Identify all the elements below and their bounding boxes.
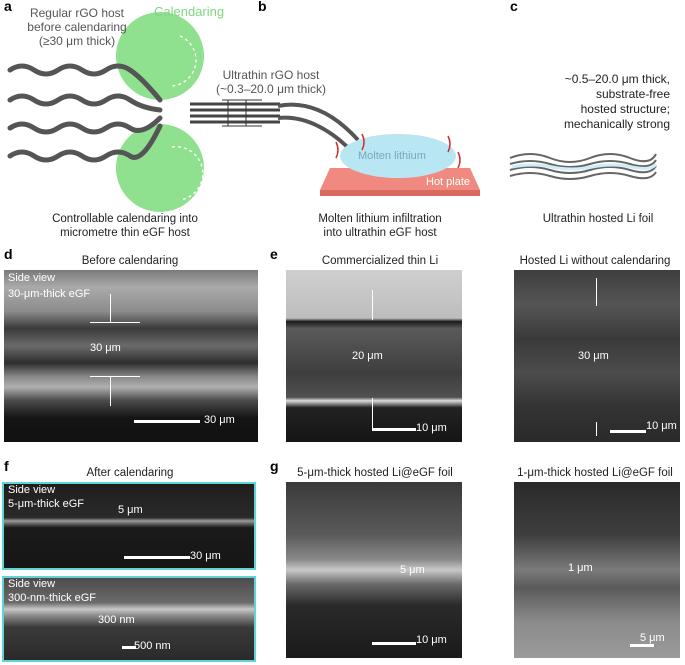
measure-label: 30 μm [90,342,121,354]
side-view-label: Side view [8,578,56,590]
regular-host-label: Regular rGO host before calendaring (≥30… [22,6,132,48]
panel-label-a: a [4,0,12,14]
panel-d-title: Before calendaring [81,255,179,267]
desc-line-2: substrate-free [595,87,670,101]
panel-label-b: b [258,0,267,14]
panel-g-title-right: 1-μm-thick hosted Li@eGF foil [517,467,673,479]
caption-b-line-2: into ultrathin eGF host [323,227,437,239]
measure-label: 30 μm [578,350,609,362]
hot-plate [320,168,480,190]
scale-label: 10 μm [646,420,677,432]
ultrathin-host-label: Ultrathin rGO host (~0.3–20.0 μm thick) [206,68,336,96]
scale-bar [124,556,190,559]
scale-label: 30 μm [204,414,235,426]
side-view-label: Side view [8,484,56,496]
caption-a-line-2: micrometre thin eGF host [60,227,190,239]
bottom-arrow [372,398,373,430]
caption-b: Molten lithium infiltration into ultrath… [290,212,470,240]
caption-c: Ultrathin hosted Li foil [542,213,654,225]
panel-f-title: After calendaring [86,467,174,479]
molten-lithium-blob [340,134,456,178]
thickness-label: 5-μm-thick eGF [8,498,85,510]
ultrathin-line-2: (~0.3–20.0 μm thick) [216,82,326,96]
panel-e-title-right: Hosted Li without calendaring [519,255,671,267]
sem-1um-hosted-li: 1 μm 5 μm [514,482,680,658]
host-label-line-2: before calendaring [27,20,127,34]
desc-line-1: ~0.5–20.0 μm thick, [564,72,670,86]
panel-g-title-left: 5-μm-thick hosted Li@eGF foil [297,467,453,479]
caption-a: Controllable calendaring into micrometre… [20,212,230,240]
desc-line-3: hosted structure; [580,102,670,116]
panel-a-schematic [7,12,658,212]
sem-300nm-eGF: Side view 300-nm-thick eGF 300 nm 500 nm [2,576,256,662]
panel-label-e: e [270,246,278,262]
sem-hosted-li-no-calendaring: 30 μm 10 μm [514,270,680,442]
measure-label: 5 μm [118,504,143,516]
panel-label-f: f [4,458,9,474]
sem-before-calendaring: Side view 30-μm-thick eGF 30 μm 30 μm [4,270,258,442]
measure-label: 20 μm [352,350,383,362]
sem-commercial-li: 20 μm 10 μm [286,270,462,442]
molten-lithium-label: Molten lithium [358,150,426,162]
panel-label-c: c [510,0,518,14]
measure-label: 5 μm [400,564,425,576]
sem-5um-eGF: Side view 5-μm-thick eGF 5 μm 30 μm [2,482,256,570]
panel-label-g: g [270,458,279,474]
scale-label: 500 nm [134,640,171,652]
measure-label: 300 nm [98,614,135,626]
bottom-roller [116,124,204,212]
top-tick [90,322,140,323]
scale-bar [630,644,654,647]
host-label-line-1: Regular rGO host [29,6,125,20]
scale-label: 10 μm [416,634,447,646]
scale-label: 30 μm [190,550,221,562]
scale-label: 5 μm [640,632,665,644]
caption-b-line-1: Molten lithium infiltration [318,213,442,225]
top-arrow [596,278,597,306]
scale-bar [122,646,136,649]
hosted-structure-desc: ~0.5–20.0 μm thick, substrate-free hoste… [556,72,670,132]
hot-plate-label: Hot plate [426,176,471,188]
measure-label: 1 μm [568,562,593,574]
top-arrow [110,294,111,322]
panel-e-title-left: Commercialized thin Li [321,255,439,267]
sem-5um-hosted-li: 5 μm 10 μm [286,482,462,658]
scale-bar [372,428,416,431]
side-view-label: Side view [8,272,56,284]
scale-bar [372,642,416,645]
scale-bar [134,420,200,423]
bottom-arrow [110,376,111,406]
panel-label-d: d [4,246,13,262]
caption-a-line-1: Controllable calendaring into [52,213,198,225]
desc-line-4: mechanically strong [563,117,670,131]
bottom-tick [90,376,140,377]
thickness-label: 30-μm-thick eGF [8,288,91,300]
scale-bar [610,430,646,433]
scale-label: 10 μm [416,422,447,434]
ultrathin-line-1: Ultrathin rGO host [222,68,320,82]
top-arrow [372,290,373,320]
host-label-line-3: (≥30 μm thick) [38,34,116,48]
thickness-label: 300-nm-thick eGF [8,592,97,604]
calendaring-label: Calendaring [154,4,225,19]
bottom-arrow [596,422,597,436]
